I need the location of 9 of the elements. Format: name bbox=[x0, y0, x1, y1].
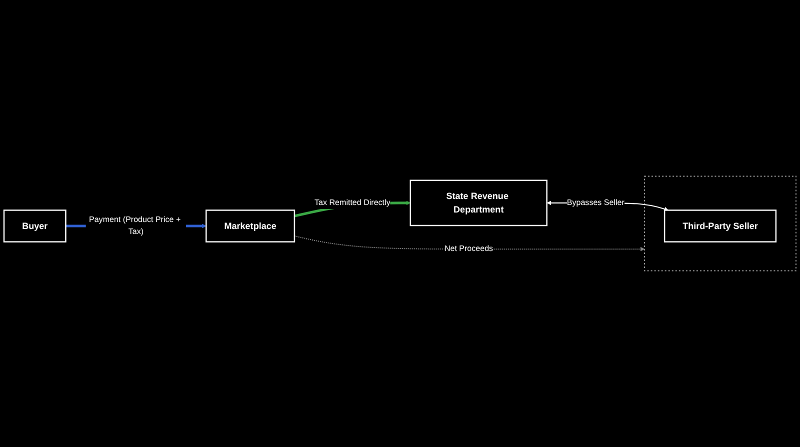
node-box: Third-Party Seller bbox=[664, 210, 777, 242]
cluster bbox=[644, 176, 796, 272]
edge-label: Net Proceeds bbox=[444, 244, 494, 254]
edge-label: Tax Remitted Directly bbox=[314, 198, 390, 207]
node-box: State Revenue Department bbox=[410, 180, 548, 226]
edge-label: Bypasses Seller bbox=[566, 198, 624, 207]
node-box: Buyer bbox=[3, 210, 66, 242]
edge-label: Payment (Product Price + Tax) bbox=[88, 215, 181, 236]
node-box: Marketplace bbox=[206, 210, 296, 242]
